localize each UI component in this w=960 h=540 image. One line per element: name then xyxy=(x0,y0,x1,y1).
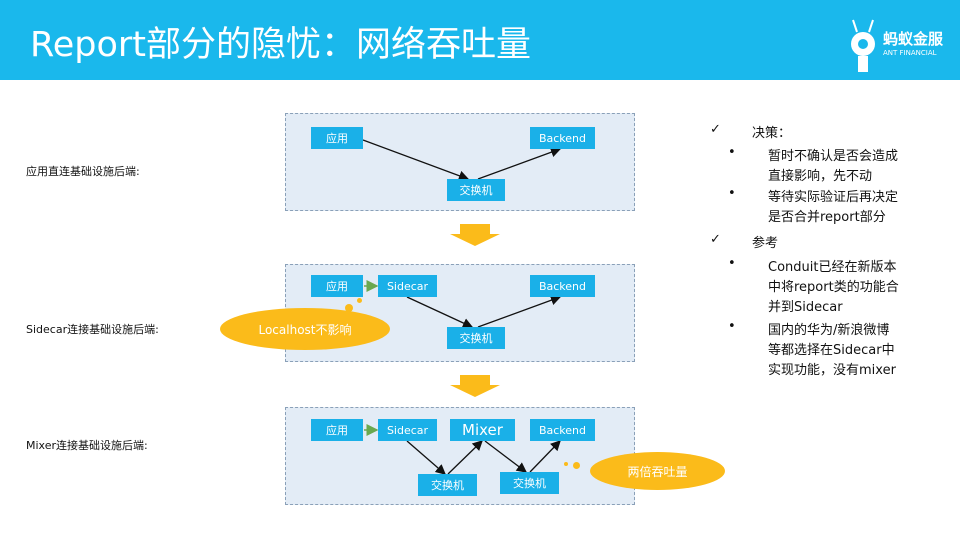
cloud-dot xyxy=(573,462,580,469)
reference-point-1-cont2: 并到Sidecar xyxy=(768,300,843,315)
ant-financial-logo: 蚂蚁金服 ANT FINANCIAL xyxy=(845,18,955,78)
app-box: 应用 xyxy=(311,127,363,149)
decision-point-2: 等待实际验证后再决定 xyxy=(768,190,899,205)
bullet-icon: • xyxy=(728,319,736,334)
app-box: 应用 xyxy=(311,275,363,297)
slide-title: Report部分的隐忧：网络吞吐量 xyxy=(30,25,532,65)
reference-point-1-cont: 中将report类的功能合 xyxy=(768,280,899,295)
bullet-icon: • xyxy=(728,186,736,201)
header-bar: Report部分的隐忧：网络吞吐量 蚂蚁金服 ANT FINANCIAL xyxy=(0,0,960,80)
down-arrow-icon xyxy=(450,224,500,246)
switch-box: 交换机 xyxy=(500,472,559,494)
decision-point-1: 暂时不确认是否会造成 xyxy=(768,149,899,164)
check-icon: ✓ xyxy=(710,232,721,247)
reference-point-1: Conduit已经在新版本 xyxy=(768,260,897,275)
decision-point-2-cont: 是否合并report部分 xyxy=(768,210,886,225)
cloud-dot xyxy=(345,304,353,312)
callout-cloud-localhost: Localhost不影响 xyxy=(220,308,390,350)
reference-point-2: 国内的华为/新浪微博 xyxy=(768,323,890,338)
decision-point-1-cont: 直接影响，先不动 xyxy=(768,169,873,184)
ant-mascot-icon xyxy=(851,19,875,72)
backend-box: Backend xyxy=(530,275,595,297)
sidecar-box: Sidecar xyxy=(378,275,437,297)
cloud-dot xyxy=(357,298,362,303)
switch-box: 交换机 xyxy=(447,327,505,349)
down-arrow-icon xyxy=(450,375,500,397)
logo-text-en: ANT FINANCIAL xyxy=(883,49,937,57)
check-icon: ✓ xyxy=(710,122,721,137)
backend-box: Backend xyxy=(530,127,595,149)
label-sidecar: Sidecar连接基础设施后端: xyxy=(26,323,159,336)
decision-heading: 决策： xyxy=(752,126,792,141)
reference-point-2-cont: 等都选择在Sidecar中 xyxy=(768,343,895,358)
reference-point-2-cont2: 实现功能，没有mixer xyxy=(768,363,896,378)
sidecar-box: Sidecar xyxy=(378,419,437,441)
label-direct: 应用直连基础设施后端: xyxy=(26,165,140,178)
reference-heading: 参考 xyxy=(752,236,779,251)
app-box: 应用 xyxy=(311,419,363,441)
callout-cloud-double: 两倍吞吐量 xyxy=(590,452,725,490)
cloud-dot xyxy=(564,462,568,466)
switch-box: 交换机 xyxy=(447,179,505,201)
logo-text-cn: 蚂蚁金服 xyxy=(883,30,944,48)
bullet-icon: • xyxy=(728,256,736,271)
mixer-box: Mixer xyxy=(450,419,515,441)
label-mixer: Mixer连接基础设施后端: xyxy=(26,439,148,452)
bullet-icon: • xyxy=(728,145,736,160)
backend-box: Backend xyxy=(530,419,595,441)
switch-box: 交换机 xyxy=(418,474,477,496)
